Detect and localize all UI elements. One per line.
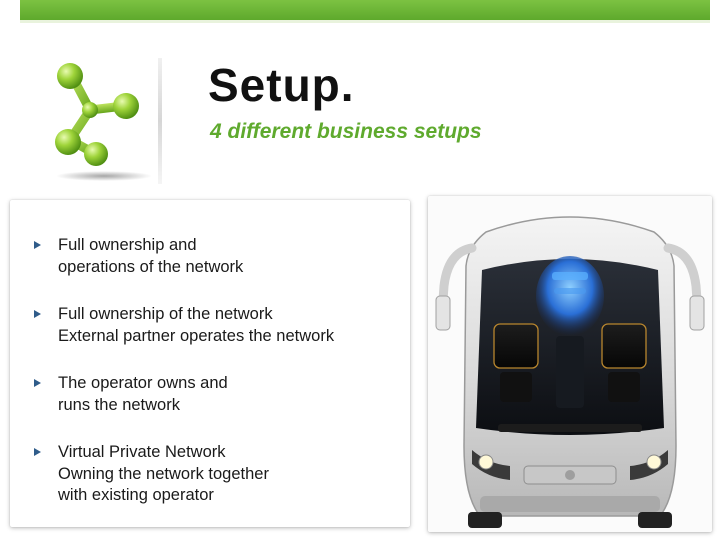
bullet-text: The operator owns and runs the network	[58, 373, 398, 416]
bullet-line: Owning the network together	[58, 464, 269, 483]
bullet-line: Full ownership of the network	[58, 305, 273, 323]
bullet-line: operations of the network	[58, 257, 244, 276]
bullet-line: Full ownership and	[58, 236, 197, 254]
bullet-line: runs the network	[58, 395, 180, 414]
bullet-text: Full ownership of the network External p…	[58, 304, 398, 347]
molecule-logo-icon	[55, 63, 152, 181]
bullet-line: External partner operates the network	[58, 326, 335, 345]
bullet-line: The operator owns and	[58, 374, 228, 392]
bus-front-image	[428, 196, 712, 532]
bullet-text: Full ownership and operations of the net…	[58, 235, 398, 278]
play-triangle-icon	[34, 448, 41, 456]
bus-photo-panel	[428, 196, 712, 532]
play-triangle-icon	[34, 241, 41, 249]
logo-divider	[158, 58, 162, 184]
slide-title: Setup.	[208, 59, 355, 111]
logo-area	[40, 52, 165, 187]
bullet-line: Virtual Private Network	[58, 443, 226, 461]
play-triangle-icon	[34, 310, 41, 318]
play-triangle-icon	[34, 379, 41, 387]
bullet-line: with existing operator	[58, 486, 214, 504]
bullet-panel: Full ownership and operations of the net…	[10, 200, 410, 527]
bullet-text: Virtual Private Network Owning the netwo…	[58, 442, 398, 507]
slide-subtitle: 4 different business setups	[210, 120, 482, 143]
top-banner-bar	[20, 0, 710, 23]
